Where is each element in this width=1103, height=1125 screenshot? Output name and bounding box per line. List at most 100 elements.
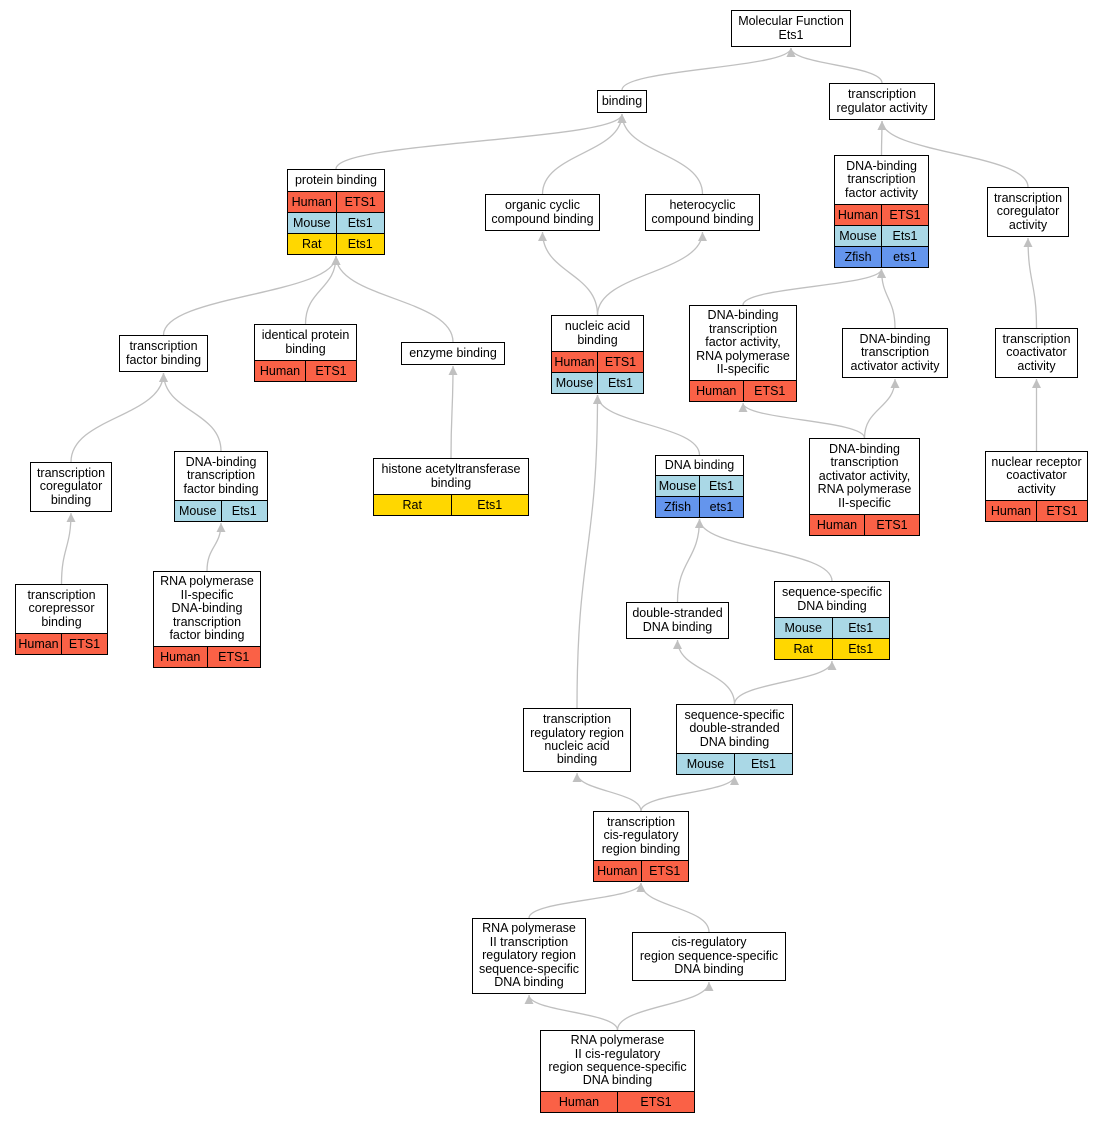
go-term-label: RNA polymerase II transcription regulato… (478, 921, 580, 990)
go-term-rna-polymerase-ii-specific-dna-binding-transcription-factor-binding[interactable]: RNA polymerase II-specific DNA-binding t… (153, 571, 261, 668)
go-term-dna-binding-transcription-factor-binding[interactable]: DNA-binding transcription factor binding… (174, 451, 268, 522)
species-name: Mouse (178, 504, 217, 518)
species-name: Zfish (663, 500, 692, 514)
species-name: Mouse (686, 757, 725, 771)
go-term-transcription-cis-regulatory-region-binding[interactable]: transcription cis-regulatory region bind… (593, 811, 689, 882)
species-row-mouse: Mouse Ets1 (677, 753, 792, 774)
gene-symbol: Ets1 (699, 476, 743, 496)
species-name: Mouse (658, 479, 697, 493)
edge-occ-to-binding (541, 113, 627, 195)
gene-symbol: ETS1 (881, 205, 928, 225)
edge-ssdsdb-to-ssdb (733, 660, 837, 705)
edge-pb-to-binding (335, 113, 627, 170)
edge-nab-to-hcc (596, 231, 707, 316)
go-term-transcription-regulator-activity[interactable]: transcription regulator activity (829, 83, 935, 120)
go-term-dna-binding-transcription-factor-activity-rna-polymerase-ii-specific[interactable]: DNA-binding transcription factor activit… (689, 305, 797, 402)
go-term-label: transcription factor binding (125, 339, 202, 367)
gene-symbol: ETS1 (1036, 501, 1087, 521)
species-name: Mouse (292, 216, 331, 230)
species-name: Rat (402, 498, 422, 512)
edge-dbtaa2-to-dbtfa2 (738, 402, 866, 439)
edge-crrssdb-to-tcrrb (636, 882, 710, 933)
gene-symbol: Ets1 (881, 226, 928, 246)
gene-symbol: ETS1 (617, 1092, 694, 1112)
go-term-label: transcription coactivator activity (1002, 331, 1071, 373)
gene-symbol: ETS1 (305, 361, 356, 381)
go-term-transcription-coregulator-binding[interactable]: transcription coregulator binding (30, 462, 112, 512)
go-term-label: DNA-binding transcription factor binding (183, 454, 259, 496)
gene-symbol: Ets1 (597, 373, 643, 393)
go-term-label: RNA polymerase II cis-regulatory region … (548, 1033, 687, 1088)
go-term-enzyme-binding[interactable]: enzyme binding (401, 342, 505, 365)
gene-symbol: ETS1 (864, 515, 919, 535)
go-term-label: binding (601, 93, 643, 108)
go-term-label: Molecular Function Ets1 (738, 14, 844, 42)
species-name: Mouse (784, 621, 823, 635)
go-term-double-stranded-dna-binding[interactable]: double-stranded DNA binding (626, 602, 729, 639)
go-term-heterocyclic-compound-binding[interactable]: heterocyclic compound binding (645, 194, 760, 231)
go-term-label: organic cyclic compound binding (491, 198, 594, 226)
go-term-transcription-coregulator-activity[interactable]: transcription coregulator activity (987, 187, 1069, 237)
go-term-molecular-function-ets1[interactable]: Molecular Function Ets1 (731, 10, 851, 47)
edge-rnap2crr-to-rnap2trr (524, 994, 619, 1031)
edge-ssdb-to-dnab (695, 518, 833, 582)
go-term-label: transcription corepressor binding (27, 587, 96, 629)
edge-hcc-to-binding (617, 113, 704, 195)
edge-nab-to-occ (538, 231, 599, 316)
gene-symbol: Ets1 (734, 754, 792, 774)
go-term-cis-regulatory-region-sequence-specific-dna-binding[interactable]: cis-regulatory region sequence-specific … (632, 932, 786, 981)
gene-symbol: ETS1 (597, 352, 643, 372)
edge-dnab-to-nab (593, 394, 701, 456)
go-term-rna-polymerase-ii-cis-regulatory-region-sequence-specific-dna-binding[interactable]: RNA polymerase II cis-regulatory region … (540, 1030, 695, 1113)
go-term-label: nuclear receptor coactivator activity (991, 454, 1082, 496)
species-row-human: Human ETS1 (690, 380, 796, 401)
species-name: Human (554, 355, 595, 369)
go-term-label: DNA-binding transcription factor activit… (696, 308, 790, 377)
gene-symbol: Ets1 (220, 501, 268, 521)
go-term-transcription-factor-binding[interactable]: transcription factor binding (119, 335, 208, 372)
species-name: Rat (793, 642, 813, 656)
go-term-label: transcription regulator activity (836, 87, 928, 115)
gene-symbol: ETS1 (742, 381, 797, 401)
edge-rnap2crr-to-crrssdb (616, 981, 714, 1031)
go-term-organic-cyclic-compound-binding[interactable]: organic cyclic compound binding (485, 194, 600, 231)
go-term-label: cis-regulatory region sequence-specific … (639, 935, 779, 977)
go-term-dna-binding-transcription-activator-activity[interactable]: DNA-binding transcription activator acti… (842, 328, 948, 378)
go-term-dna-binding-transcription-activator-activity-rna-polymerase-ii-specific[interactable]: DNA-binding transcription activator acti… (809, 438, 920, 536)
go-term-rna-polymerase-ii-transcription-regulatory-region-sequence-specific-dna-binding[interactable]: RNA polymerase II transcription regulato… (472, 918, 586, 994)
go-term-sequence-specific-double-stranded-dna-binding[interactable]: sequence-specific double-stranded DNA bi… (676, 704, 793, 775)
go-term-label: transcription cis-regulatory region bind… (601, 814, 681, 856)
species-name: Human (696, 384, 737, 398)
edge-rnap2trr-to-tcrrb (528, 882, 646, 919)
go-term-transcription-regulatory-region-nucleic-acid-binding[interactable]: transcription regulatory region nucleic … (523, 708, 631, 772)
species-name: Rat (302, 237, 322, 251)
species-name: Human (558, 1095, 600, 1109)
go-term-label: enzyme binding (409, 345, 497, 360)
species-row-human: Human ETS1 (255, 360, 356, 381)
go-term-dna-binding-transcription-factor-activity[interactable]: DNA-binding transcription factor activit… (834, 155, 929, 268)
go-term-transcription-coactivator-activity[interactable]: transcription coactivator activity (995, 328, 1078, 378)
species-name: Human (259, 364, 301, 378)
go-term-binding[interactable]: binding (597, 90, 647, 113)
species-name: Human (160, 650, 201, 664)
go-term-label: protein binding (294, 172, 377, 187)
go-term-label: DNA binding (664, 457, 735, 472)
